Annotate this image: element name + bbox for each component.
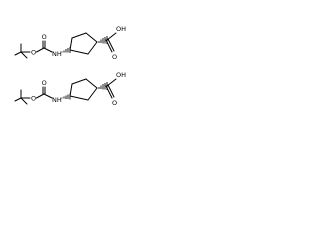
ester-oxygen-label: O	[31, 49, 36, 57]
acid-double-bond-2a	[105, 85, 113, 99]
chemical-structures-canvas: O O NH OH	[14, 25, 126, 107]
tbu-methyl-bond-1	[14, 51, 22, 56]
stereo-hash-bond-nh	[61, 47, 71, 53]
stereo-hash-bond-nh-2	[61, 93, 71, 100]
tbu2-methyl-bond-1	[14, 97, 22, 102]
tbu-methyl-bond-3	[20, 51, 28, 59]
ring-bottom-bond-5	[69, 95, 89, 101]
molecule-bottom: O O NH OH	[14, 71, 126, 107]
o-to-carbonyl-bond-2	[36, 93, 45, 99]
acid-double-bond-b	[107, 38, 115, 52]
carbonyl-oxygen-label-2: O	[42, 79, 47, 87]
ring-bottom-bond-4	[87, 87, 98, 101]
ester-oxygen-label-2: O	[31, 95, 36, 103]
acid-oh-label: OH	[116, 25, 126, 33]
ring-top-bond-4	[87, 41, 98, 55]
carbonyl-oxygen-label: O	[42, 33, 47, 41]
acid-o-label-2: O	[112, 99, 117, 107]
ring-top-bond-2	[71, 32, 87, 39]
ring-top-bond-1	[69, 37, 73, 51]
ring-bottom-bond-2	[71, 78, 87, 85]
acid-oh-label-2: OH	[116, 71, 126, 79]
nh-label: NH	[52, 50, 62, 58]
molecule-top: O O NH OH	[14, 25, 126, 61]
acid-c-to-oh-bond-2	[106, 78, 117, 87]
carbonyl-to-n-bond	[43, 47, 53, 53]
ring-bottom-bond-1	[69, 83, 73, 97]
o-to-carbonyl-bond	[36, 47, 45, 53]
acid-double-bond-a	[105, 39, 113, 53]
tbu2-methyl-bond-3	[20, 97, 28, 105]
ring-top-bond-3	[85, 32, 98, 43]
acid-c-to-oh-bond	[106, 32, 117, 41]
ring-top-bond-5	[69, 49, 89, 55]
ring-bottom-bond-3	[85, 78, 98, 89]
carbonyl-to-n-bond-2	[43, 93, 53, 99]
nh-label-2: NH	[52, 96, 62, 104]
acid-o-label: O	[112, 53, 117, 61]
acid-double-bond-2b	[107, 84, 115, 98]
